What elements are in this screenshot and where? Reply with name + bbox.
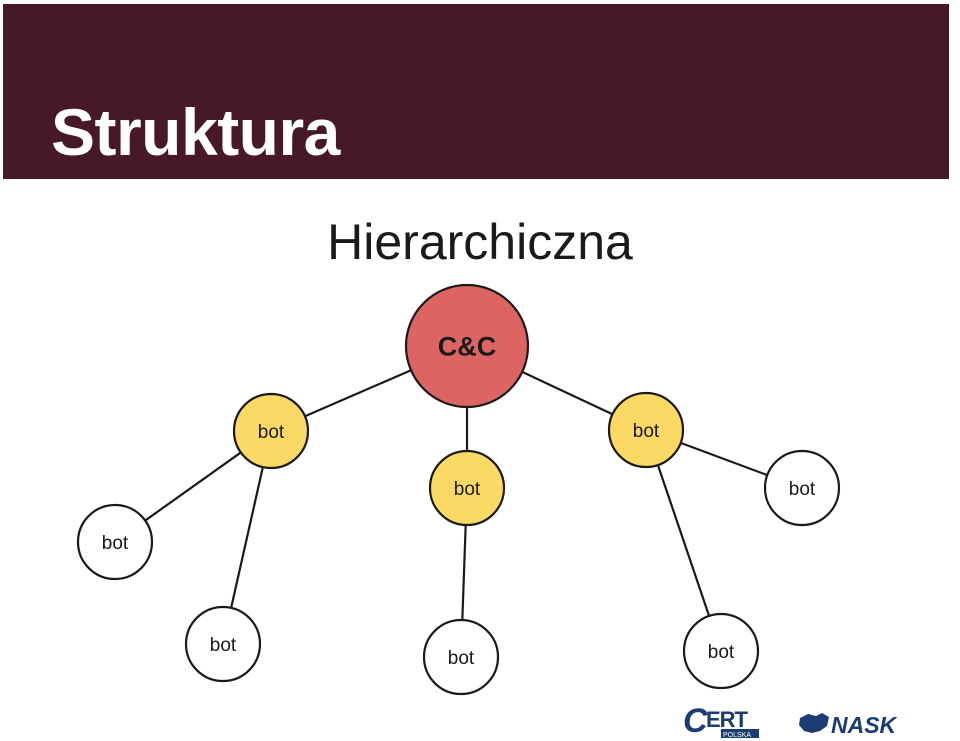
node-label-l1: bot bbox=[102, 533, 129, 554]
node-circle-l2 bbox=[184, 605, 262, 683]
node-l5: bot bbox=[763, 449, 841, 527]
node-l4: bot bbox=[682, 612, 760, 690]
diagram-edges bbox=[144, 369, 768, 621]
slide-title: Struktura bbox=[51, 95, 340, 169]
diagram-nodes: C&C bot bot bot bot bot bot bot bot bbox=[76, 283, 841, 696]
node-label-l3: bot bbox=[448, 648, 475, 669]
cert-polska-logo: C ERT POLSKA bbox=[683, 702, 759, 740]
edge-cc-b1 bbox=[304, 369, 412, 418]
cert-logo-c: C bbox=[683, 702, 708, 740]
slide-subtitle: Hierarchiczna bbox=[327, 214, 633, 270]
node-l2: bot bbox=[184, 605, 262, 683]
edge-b1-l1 bbox=[144, 451, 242, 522]
node-circle-b3 bbox=[607, 391, 685, 469]
node-b2: bot bbox=[428, 449, 506, 527]
edge-b3-l4 bbox=[656, 464, 711, 617]
node-circle-b1 bbox=[232, 392, 310, 470]
cert-logo-sub: POLSKA bbox=[723, 732, 751, 739]
node-label-l5: bot bbox=[789, 479, 816, 500]
cert-logo-bar bbox=[721, 729, 759, 738]
node-label-l2: bot bbox=[210, 635, 237, 656]
node-circle-l4 bbox=[682, 612, 760, 690]
node-label-b1: bot bbox=[258, 422, 285, 443]
node-circle-l5 bbox=[763, 449, 841, 527]
node-label-b2: bot bbox=[454, 479, 481, 500]
edge-b1-l2 bbox=[230, 466, 264, 609]
node-circle-b2 bbox=[428, 449, 506, 527]
node-circle-cc bbox=[404, 283, 530, 409]
node-l3: bot bbox=[422, 618, 500, 696]
node-label-cc: C&C bbox=[438, 332, 497, 362]
edge-b2-l3 bbox=[461, 524, 467, 621]
edge-cc-b3 bbox=[521, 370, 613, 416]
node-l1: bot bbox=[76, 503, 154, 581]
node-b1: bot bbox=[232, 392, 310, 470]
node-label-l4: bot bbox=[708, 642, 735, 663]
nask-map-icon bbox=[799, 713, 829, 733]
node-cc: C&C bbox=[404, 283, 530, 409]
node-circle-l1 bbox=[76, 503, 154, 581]
node-circle-l3 bbox=[422, 618, 500, 696]
edge-b3-l5 bbox=[680, 441, 768, 477]
cert-logo-text: ERT bbox=[706, 707, 749, 732]
nask-logo-text: NASK bbox=[831, 712, 898, 738]
node-b3: bot bbox=[607, 391, 685, 469]
node-label-b3: bot bbox=[633, 421, 660, 442]
title-banner: Struktura bbox=[3, 4, 949, 179]
nask-logo: NASK bbox=[799, 712, 898, 738]
